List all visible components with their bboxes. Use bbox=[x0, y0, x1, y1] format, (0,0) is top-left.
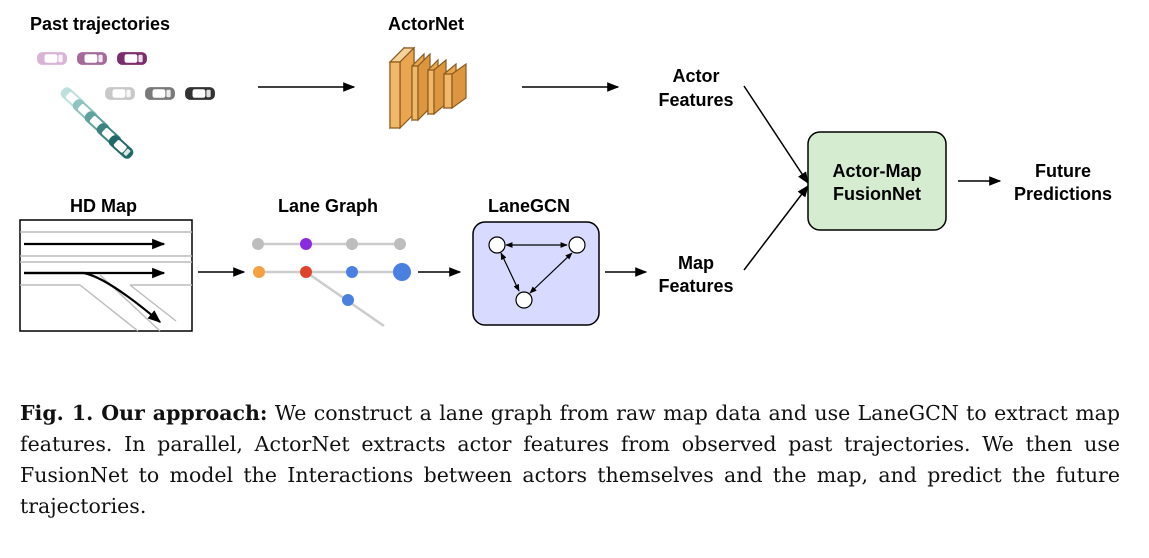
actornet-group: ActorNet bbox=[388, 14, 467, 130]
past-trajectories-group: Past trajectories bbox=[30, 14, 215, 161]
gcn-node bbox=[488, 236, 506, 254]
car-icon bbox=[37, 52, 67, 65]
future-predictions-group: Future Predictions bbox=[1014, 161, 1112, 204]
lane-node bbox=[300, 238, 312, 250]
lane-node bbox=[253, 266, 265, 278]
arrow-actor-features-to-fusion bbox=[743, 85, 809, 185]
lane-node bbox=[393, 263, 411, 281]
lane-node bbox=[346, 238, 358, 250]
future-predictions-label-1: Future bbox=[1035, 161, 1091, 181]
car-icon bbox=[185, 87, 215, 100]
car-icon bbox=[117, 52, 147, 65]
figure-caption: Fig. 1. Our approach: We construct a lan… bbox=[20, 398, 1120, 522]
past-trajectories-label: Past trajectories bbox=[30, 14, 170, 34]
hd-map-frame bbox=[19, 219, 193, 332]
car-icon bbox=[105, 87, 135, 100]
figure: Past trajectories ActorNet bbox=[19, 14, 1112, 332]
trajectory-purple-cars bbox=[37, 52, 147, 65]
car-icon bbox=[77, 52, 107, 65]
caption-figure-label: Fig. 1. Our approach: bbox=[20, 401, 268, 425]
lane-node bbox=[252, 238, 264, 250]
fusionnet-group: Actor-Map FusionNet bbox=[807, 131, 947, 231]
lanegcn-group: LaneGCN bbox=[472, 196, 600, 326]
car-icon bbox=[106, 133, 136, 161]
actor-features-label-1: Actor bbox=[672, 66, 719, 86]
fusionnet-box bbox=[807, 131, 947, 231]
trajectory-gray-cars bbox=[105, 87, 215, 100]
map-features-label-1: Map bbox=[678, 253, 714, 273]
lane-graph-label: Lane Graph bbox=[278, 196, 378, 216]
hd-map-group: HD Map bbox=[19, 196, 193, 332]
lanegcn-label: LaneGCN bbox=[488, 196, 570, 216]
fusionnet-label-1: Actor-Map bbox=[833, 161, 922, 181]
map-features-label-2: Features bbox=[658, 276, 733, 296]
car-icon bbox=[145, 87, 175, 100]
lane-node bbox=[300, 266, 312, 278]
lane-node bbox=[346, 266, 358, 278]
map-features-group: Map Features bbox=[658, 253, 733, 296]
arrow-map-features-to-fusion bbox=[743, 185, 809, 271]
fusionnet-label-2: FusionNet bbox=[833, 184, 921, 204]
lane-node bbox=[394, 238, 406, 250]
hd-map-label: HD Map bbox=[70, 196, 137, 216]
actor-features-label-2: Features bbox=[658, 90, 733, 110]
gcn-node bbox=[568, 236, 586, 254]
lane-graph-group: Lane Graph bbox=[252, 196, 411, 328]
caption-text: We construct a lane graph from raw map d… bbox=[20, 401, 1120, 518]
gcn-node bbox=[515, 291, 533, 309]
future-predictions-label-2: Predictions bbox=[1014, 184, 1112, 204]
actornet-label: ActorNet bbox=[388, 14, 464, 34]
actor-features-group: Actor Features bbox=[658, 66, 733, 110]
lane-node bbox=[342, 294, 354, 306]
actornet-icon bbox=[388, 46, 467, 130]
